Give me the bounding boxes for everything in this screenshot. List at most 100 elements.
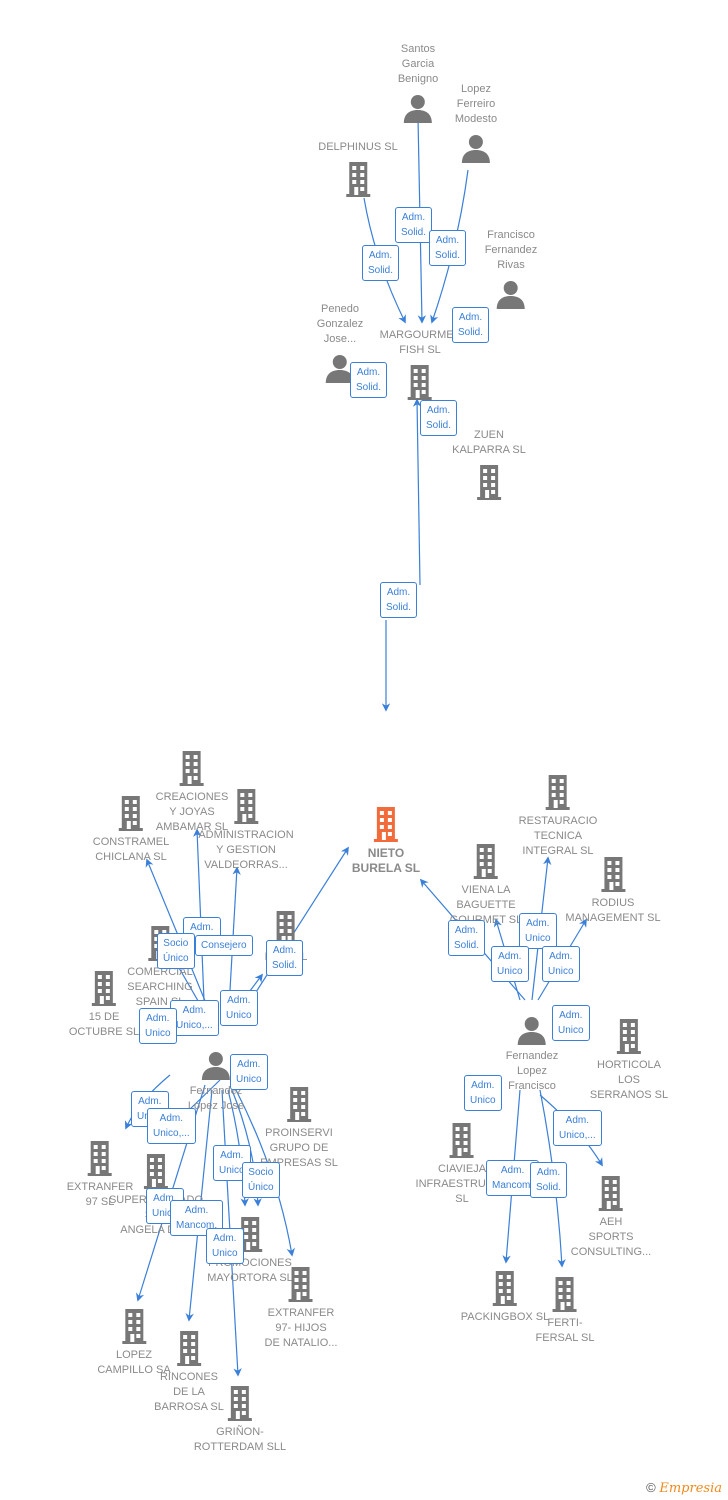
brand-logo[interactable]: Empresia — [659, 1481, 722, 1496]
node-label: GRIÑON-ROTTERDAM SLL — [193, 1426, 287, 1453]
building-icon — [154, 1330, 224, 1366]
role-badge[interactable]: Adm.Solid. — [266, 940, 304, 976]
node-label: PACKINGBOX SL — [460, 1311, 550, 1323]
role-badge[interactable]: Adm.Unico — [519, 913, 557, 949]
person-icon — [506, 1015, 559, 1045]
node-label: DELPHINUS SL — [318, 141, 398, 153]
role-badge[interactable]: Adm.Solid. — [452, 307, 490, 343]
company-node-grinon[interactable]: GRIÑON-ROTTERDAM SLL — [194, 1385, 286, 1455]
company-node-fertifersal[interactable]: FERTI-FERSAL SL — [535, 1276, 595, 1346]
company-node-delphinus[interactable]: DELPHINUS SL — [318, 140, 398, 197]
person-icon — [455, 133, 497, 163]
building-icon — [97, 1308, 170, 1344]
role-badge[interactable]: Adm.Solid. — [395, 207, 433, 243]
role-badge[interactable]: Consejero — [195, 935, 253, 956]
role-badge[interactable]: Adm.Solid. — [429, 230, 467, 266]
building-icon — [318, 161, 397, 197]
building-icon — [194, 1385, 286, 1421]
node-label: FERTI-FERSAL SL — [535, 1317, 595, 1344]
role-badge[interactable]: Adm.Solid. — [350, 362, 388, 398]
role-badge[interactable]: Adm.Unico — [230, 1054, 268, 1090]
building-icon — [590, 1018, 668, 1054]
person-icon — [485, 279, 538, 309]
role-badge[interactable]: Adm.Unico,... — [170, 1000, 219, 1036]
role-badge[interactable]: Adm.Solid. — [530, 1162, 568, 1198]
building-icon — [93, 795, 169, 831]
building-icon — [156, 750, 229, 786]
role-badge[interactable]: Adm.Unico,... — [147, 1108, 196, 1144]
building-icon — [265, 1266, 338, 1302]
role-badge[interactable]: Adm.Unico — [139, 1008, 177, 1044]
role-badge[interactable]: Adm.Solid. — [448, 920, 486, 956]
role-badge[interactable]: Adm.Unico — [491, 946, 529, 982]
building-icon — [519, 774, 598, 810]
building-icon — [565, 856, 660, 892]
building-icon — [352, 806, 420, 842]
footer-brand: © Empresia — [646, 1480, 722, 1496]
company-node-packingbox[interactable]: PACKINGBOX SL — [461, 1270, 549, 1325]
role-badge[interactable]: Adm.Solid. — [420, 400, 458, 436]
role-badge[interactable]: Adm.Solid. — [362, 245, 400, 281]
role-badge[interactable]: Adm.Unico — [542, 946, 580, 982]
role-badge[interactable]: Adm.Unico — [464, 1075, 502, 1111]
person-icon — [188, 1050, 244, 1080]
role-badge[interactable]: Adm.Solid. — [380, 582, 418, 618]
role-badge[interactable]: Adm.Unico — [552, 1005, 590, 1041]
role-badge[interactable]: Adm.Unico — [220, 990, 258, 1026]
role-badge[interactable]: Adm.Unico — [206, 1228, 244, 1264]
building-icon — [450, 843, 523, 879]
relation-edge — [412, 398, 422, 586]
person-icon — [398, 93, 438, 123]
building-icon — [207, 1216, 293, 1252]
building-icon — [452, 464, 526, 500]
role-badge[interactable]: Adm.Unico,... — [553, 1110, 602, 1146]
